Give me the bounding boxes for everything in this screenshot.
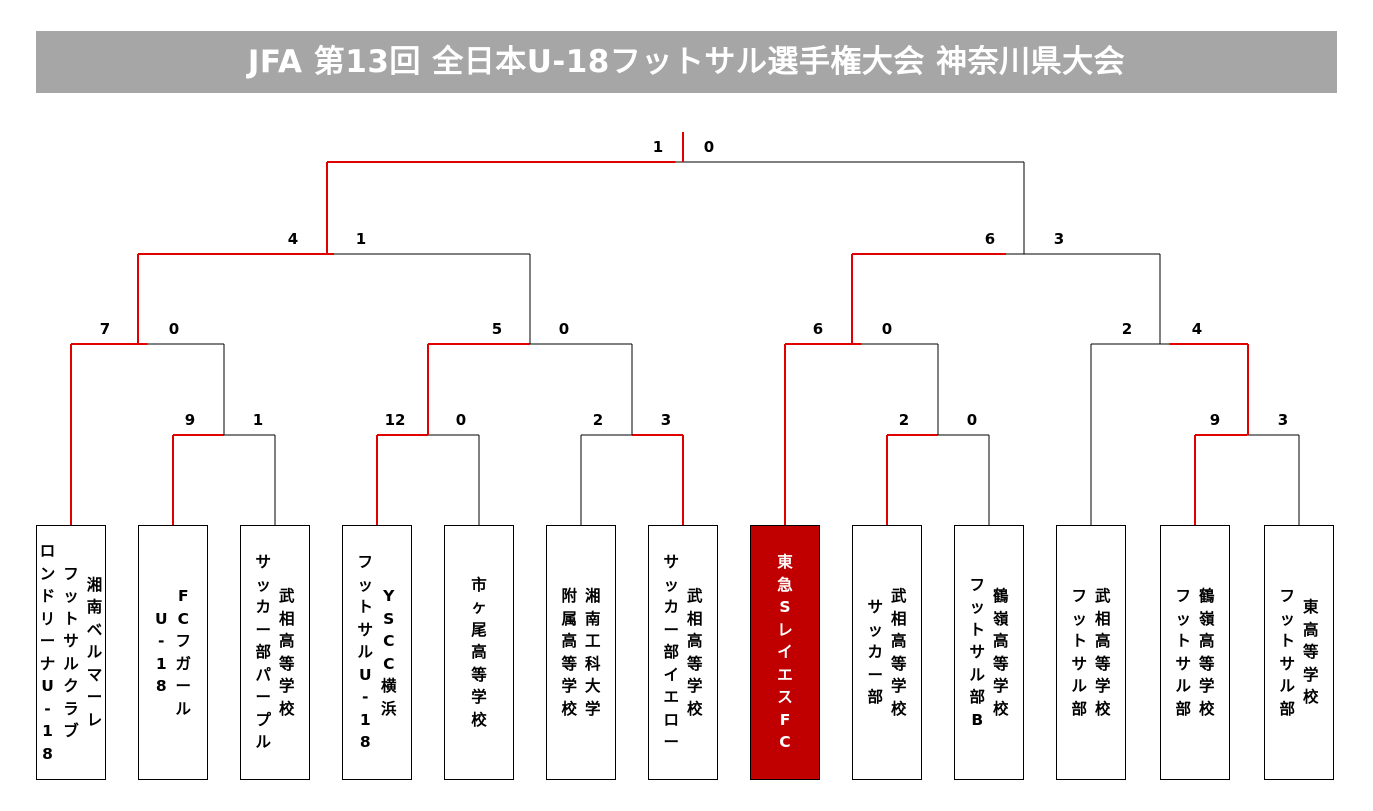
team-name-line: フットサル部 xyxy=(1279,587,1295,718)
team-name-line: フットサル部 xyxy=(1071,587,1087,718)
score-r1m4-away: 0 xyxy=(966,411,978,429)
team-name-line: サッカー部イエロー xyxy=(663,553,679,752)
score-qf4-away: 4 xyxy=(1191,320,1203,338)
team-name-line: 武相高等学校 xyxy=(279,587,295,718)
team-name-line: サッカー部 xyxy=(867,598,883,707)
team-name-line: 武相高等学校 xyxy=(687,587,703,718)
score-r1m1-away: 1 xyxy=(252,411,264,429)
score-r1m1-home: 9 xyxy=(184,411,196,429)
team-name-line: 湘南工科大学 xyxy=(585,587,601,718)
score-qf3-home: 6 xyxy=(812,320,824,338)
score-qf3-away: 0 xyxy=(881,320,893,338)
score-qf1-away: 0 xyxy=(168,320,180,338)
team-name-line: フットサルクラブ xyxy=(63,564,79,741)
team-box-6: 湘南工科大学附属高等学校 xyxy=(546,525,616,780)
team-name-line: 市ヶ尾高等学校 xyxy=(471,575,487,729)
score-r1m2-away: 0 xyxy=(455,411,467,429)
team-name-line: 鶴嶺高等学校 xyxy=(1199,587,1215,718)
team-name-line: 東高等学校 xyxy=(1303,598,1319,707)
team-box-11: 武相高等学校フットサル部 xyxy=(1056,525,1126,780)
team-name-line: フットサル部 xyxy=(1175,587,1191,718)
score-r1m3-away: 3 xyxy=(660,411,672,429)
title-banner: JFA 第13回 全日本U-18フットサル選手権大会 神奈川県大会 xyxy=(36,31,1337,93)
score-qf1-home: 7 xyxy=(99,320,111,338)
score-qf2-away: 0 xyxy=(558,320,570,338)
team-name-line: 武相高等学校 xyxy=(1095,587,1111,718)
team-name-line: サッカー部パープル xyxy=(255,553,271,752)
team-box-3: 武相高等学校サッカー部パープル xyxy=(240,525,310,780)
team-name-line: 湘南ベルマーレ xyxy=(86,575,103,729)
score-sf1-away: 1 xyxy=(355,230,367,248)
team-name-line: 武相高等学校 xyxy=(891,587,907,718)
score-r1m5-away: 3 xyxy=(1277,411,1289,429)
team-box-13: 東高等学校フットサル部 xyxy=(1264,525,1334,780)
score-final-home: 1 xyxy=(652,138,664,156)
score-r1m3-home: 2 xyxy=(592,411,604,429)
team-box-12: 鶴嶺高等学校フットサル部 xyxy=(1160,525,1230,780)
team-box-7: 武相高等学校サッカー部イエロー xyxy=(648,525,718,780)
score-r1m5-home: 9 xyxy=(1209,411,1221,429)
score-sf1-home: 4 xyxy=(287,230,299,248)
score-qf2-home: 5 xyxy=(491,320,503,338)
team-name-line: 鶴嶺高等学校 xyxy=(993,587,1009,718)
team-name-line: 附属高等学校 xyxy=(561,587,577,718)
team-box-9: 武相高等学校サッカー部 xyxy=(852,525,922,780)
score-sf2-home: 6 xyxy=(984,230,996,248)
page-title: JFA 第13回 全日本U-18フットサル選手権大会 神奈川県大会 xyxy=(247,44,1126,80)
score-final-away: 0 xyxy=(703,138,715,156)
score-qf4-home: 2 xyxy=(1121,320,1133,338)
score-r1m4-home: 2 xyxy=(898,411,910,429)
score-sf2-away: 3 xyxy=(1053,230,1065,248)
score-r1m2-home: 12 xyxy=(384,411,406,429)
team-box-5: 市ヶ尾高等学校 xyxy=(444,525,514,780)
